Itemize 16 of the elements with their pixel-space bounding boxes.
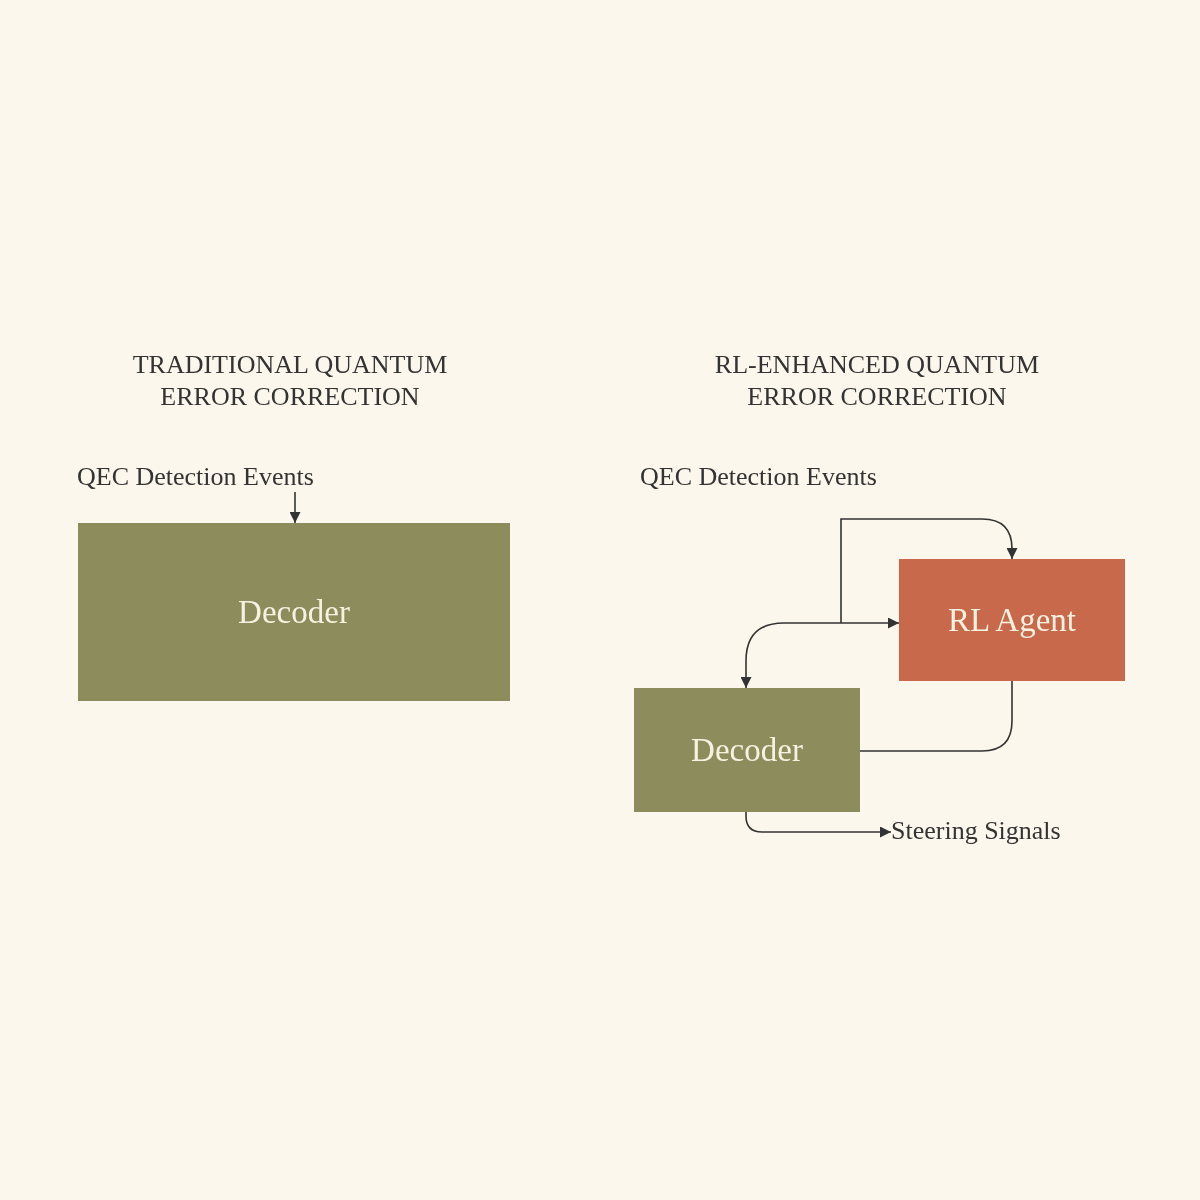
box-label: RL Agent <box>948 601 1076 639</box>
box-label: Decoder <box>691 731 803 769</box>
arrow <box>745 811 892 838</box>
text-label: QEC Detection Events <box>77 461 314 492</box>
connector-line <box>859 680 1013 752</box>
panel-title: RL-ENHANCED QUANTUM ERROR CORRECTION <box>713 349 1041 413</box>
process-box <box>899 559 1125 681</box>
text-label: QEC Detection Events <box>640 461 877 492</box>
process-box <box>78 523 510 701</box>
text-label: Steering Signals <box>891 815 1061 846</box>
box-label: Decoder <box>238 593 350 631</box>
panel-title: TRADITIONAL QUANTUM ERROR CORRECTION <box>131 349 449 413</box>
arrow <box>289 491 301 524</box>
arrow <box>740 617 900 689</box>
process-box <box>634 688 860 812</box>
arrow <box>840 518 1018 624</box>
